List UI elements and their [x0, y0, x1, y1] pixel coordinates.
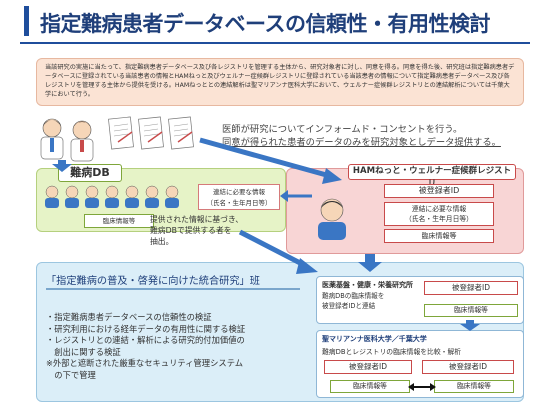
doctor-icon: [40, 118, 64, 160]
nibiohn-clinical-info: 臨床情報等: [424, 304, 518, 317]
patient-group-icon: [45, 185, 179, 208]
nanbyo-db-label: 難病DB: [58, 164, 122, 182]
study-bullets: ・指定難病患者データベースの信頼性の検証 ・研究利用における経年データの有用性に…: [46, 312, 286, 381]
document-icon: [168, 116, 194, 150]
study-bullet: ※外部と遮断された厳重なセキュリティ管理システム: [46, 358, 244, 368]
nibiohn-body: 難病DBの臨床情報を 被登録者IDと連結: [322, 292, 385, 310]
document-icon: [108, 116, 134, 150]
nibiohn-registry-id: 被登録者ID: [424, 281, 518, 295]
doctor-icon: [70, 120, 94, 162]
patient-icon: [318, 198, 346, 240]
nanbyo-contact-info: 連結に必要な情報 （氏名・生年月日等）: [198, 184, 280, 210]
registry-contact-info: 連結に必要な情報 （氏名・生年月日等）: [384, 202, 494, 226]
stm-registry-id-a: 被登録者ID: [324, 360, 412, 374]
title-underline: [20, 42, 530, 44]
page-title: 指定難病患者データベースの信頼性・有用性検討: [40, 12, 490, 36]
stm-title: 聖マリアンナ医科大学／千葉大学: [322, 335, 427, 343]
stm-registry-id-b: 被登録者ID: [422, 360, 514, 374]
down-arrow-icon: [52, 160, 72, 172]
study-bullet: ・指定難病患者データベースの信頼性の検証: [46, 312, 212, 322]
stm-body: 難病DBとレジストリの臨床情報を比較・解析: [322, 348, 462, 356]
double-arrow-icon: [408, 383, 436, 391]
consent-illustration: [40, 116, 194, 162]
study-bullet: ・レジストリとの連結・解析による研究的付加価値の: [46, 335, 245, 345]
provide-text: 提供された情報に基づき、 難病DBで提供する者を 抽出。: [150, 215, 244, 246]
registry-label: HAMねっと・ウェルナー症候群レジストリ: [348, 164, 516, 189]
registry-clinical-info: 臨床情報等: [384, 229, 494, 243]
diagonal-arrow-icon: [238, 229, 318, 274]
title-accent-bar: [24, 6, 29, 36]
registry-id: 被登録者ID: [384, 184, 494, 198]
down-arrow-icon: [358, 254, 382, 272]
study-bullet: の下で管理: [46, 369, 96, 380]
down-arrow-icon: [460, 320, 480, 331]
left-arrow-icon: [280, 190, 312, 202]
stm-clinical-info-a: 臨床情報等: [330, 380, 410, 393]
consent-line-2: 同意が得られた患者のデータのみを研究対象としデータ提供する。: [222, 137, 501, 148]
consent-text: 医師が研究についてインフォームド・コンセントを行う。 同意が得られた患者のデータ…: [222, 123, 522, 149]
intro-text: 当該研究の実施に当たって、指定難病患者データベース及び各レジストリを管理する主体…: [36, 58, 524, 106]
study-bullet: ・研究利用における経年データの有用性に関する検証: [46, 323, 246, 334]
document-icon: [138, 116, 164, 150]
nanbyo-clinical-info: 臨床情報等: [84, 214, 154, 228]
study-title: 「指定難病の普及・啓発に向けた統合研究」班: [46, 276, 260, 287]
nibiohn-title: 医薬基盤・健康・栄養研究所: [322, 281, 413, 289]
consent-line-1: 医師が研究についてインフォームド・コンセントを行う。: [222, 124, 463, 135]
study-title-underline: [46, 288, 300, 290]
study-bullet: 創出に関する検証: [46, 346, 121, 357]
diagonal-arrow-icon: [199, 137, 342, 184]
